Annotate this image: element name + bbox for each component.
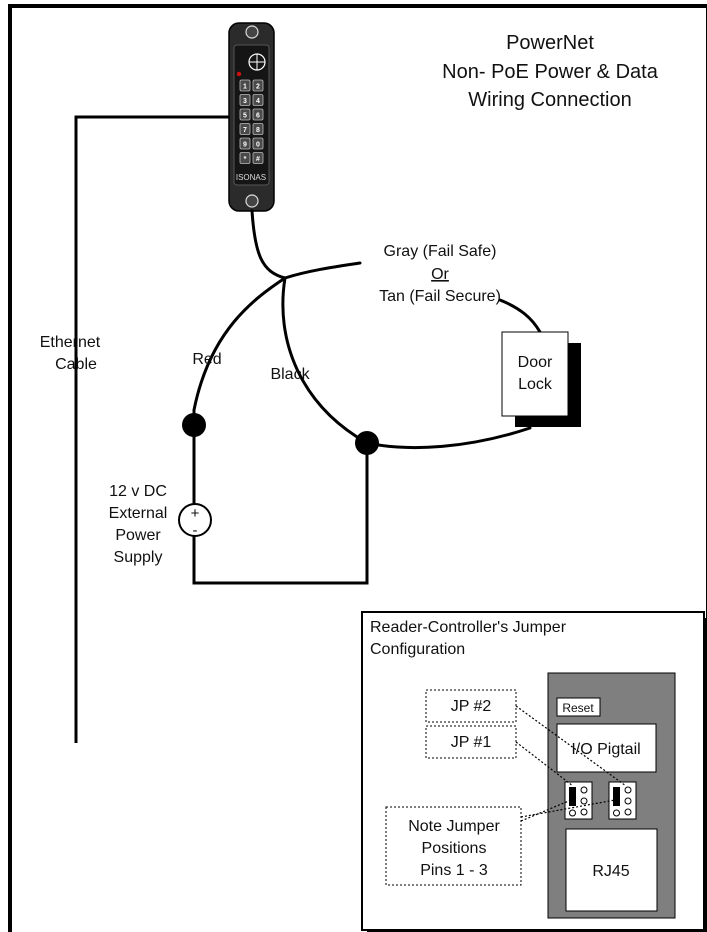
keypad-key-label: 9: [243, 142, 247, 149]
keypad-key-label: 1: [243, 84, 247, 91]
title-line-1: PowerNet: [506, 32, 594, 54]
power-supply-label-line-3: Power: [115, 527, 161, 544]
gray-tan-wire: [283, 261, 362, 280]
title-line-2: Non- PoE Power & Data: [442, 61, 659, 83]
io-pigtail-label: I/O Pigtail: [571, 741, 640, 758]
reset-button: [556, 697, 601, 717]
red-wire: [192, 276, 287, 505]
keypad-key-1: 1: [239, 79, 251, 92]
keypad-key-label: #: [256, 156, 260, 163]
door-lock-box: [501, 331, 569, 417]
keypad-key-6: 6: [252, 108, 264, 121]
jp1-callout: [425, 725, 517, 759]
gray-tan-wire-to-lock: [498, 298, 542, 334]
reader-cable: [250, 209, 287, 280]
diagram-border: [8, 4, 707, 932]
title-line-3: Wiring Connection: [468, 89, 631, 111]
callout-leader-lines: [515, 705, 627, 822]
power-supply-label-line-1: 12 v DC: [109, 483, 167, 500]
reader-bottom-screw: [245, 194, 259, 208]
keypad-key-label: 0: [256, 142, 260, 149]
keypad-key-star: *: [239, 152, 251, 164]
keypad-key-hash: #: [252, 152, 264, 164]
minus-sign: -: [193, 522, 198, 539]
red-splice-dot: [182, 413, 206, 437]
ethernet-label-line-2: Cable: [55, 356, 97, 373]
black-wire-label: Black: [270, 366, 310, 383]
power-supply-label-line-4: Supply: [114, 549, 163, 566]
jp2-jumper-cap: [613, 787, 620, 806]
ethernet-label-line-1: Ethernet: [40, 334, 101, 351]
reader-keypad: 1 2 3 4 5 6 7 8 9 0 * #: [239, 79, 264, 164]
or-label: Or: [431, 266, 449, 283]
diagram-title: PowerNet Non- PoE Power & Data Wiring Co…: [442, 32, 659, 111]
keypad-key-9: 9: [239, 137, 251, 150]
wires: [192, 209, 542, 585]
supply-return-wire: [192, 441, 369, 585]
power-supply-label-line-2: External: [109, 505, 168, 522]
keypad-key-7: 7: [239, 123, 251, 135]
jp1-jumper-cap: [569, 787, 576, 806]
isonas-reader: 1 2 3 4 5 6 7 8 9 0 * # ISONAS: [228, 22, 275, 212]
keypad-key-0: 0: [252, 137, 264, 150]
jp2-callout: [425, 689, 517, 723]
io-pigtail-block: [556, 723, 657, 773]
door-lock-label-line-2: Lock: [518, 376, 553, 393]
rj45-block: [565, 828, 658, 912]
jumper-box-title-line-2: Configuration: [370, 641, 465, 658]
keypad-key-label: 8: [256, 127, 260, 134]
jp1-label: JP #1: [451, 734, 492, 751]
jumper-box-title-line-1: Reader-Controller's Jumper: [370, 619, 567, 636]
rj45-label: RJ45: [592, 863, 629, 880]
reader-top-screw: [245, 25, 259, 39]
door-lock: Door Lock: [501, 331, 581, 427]
keypad-key-8: 8: [252, 123, 264, 135]
keypad-key-4: 4: [252, 94, 264, 106]
keypad-key-label: 3: [243, 98, 247, 105]
reset-label: Reset: [562, 701, 594, 715]
note-line-3: Pins 1 - 3: [420, 862, 488, 879]
keypad-key-label: 4: [256, 98, 260, 105]
wire-labels: Gray (Fail Safe) Or Tan (Fail Secure) Re…: [192, 243, 501, 383]
black-to-lock-wire: [365, 426, 532, 450]
plus-sign: +: [191, 505, 200, 522]
keypad-key-5: 5: [239, 108, 251, 121]
keypad-key-label: 7: [243, 127, 247, 134]
keypad-key-label: *: [244, 156, 247, 163]
door-lock-label-line-1: Door: [518, 354, 553, 371]
note-line-1: Note Jumper: [408, 818, 500, 835]
red-wire-label: Red: [192, 351, 221, 368]
keypad-key-label: 2: [256, 84, 260, 91]
keypad-key-3: 3: [239, 94, 251, 106]
reader-brand: ISONAS: [236, 173, 266, 182]
tan-wire-label: Tan (Fail Secure): [379, 288, 501, 305]
keypad-key-2: 2: [252, 79, 264, 92]
power-supply-symbol: [178, 503, 212, 537]
jp2-label: JP #2: [451, 698, 492, 715]
note-callout: [385, 806, 522, 886]
power-supply: + - 12 v DC External Power Supply: [109, 483, 212, 566]
gray-wire-label: Gray (Fail Safe): [384, 243, 497, 260]
note-line-2: Positions: [422, 840, 487, 857]
keypad-key-label: 6: [256, 113, 260, 120]
black-wire: [281, 276, 369, 445]
keypad-key-label: 5: [243, 113, 247, 120]
ethernet-cable: [74, 115, 233, 743]
crosshair-icon: [248, 53, 266, 71]
reader-led: [236, 71, 242, 77]
jumper-configuration-box: Reader-Controller's Jumper Configuration…: [361, 611, 707, 932]
black-splice-dot: [355, 431, 379, 455]
